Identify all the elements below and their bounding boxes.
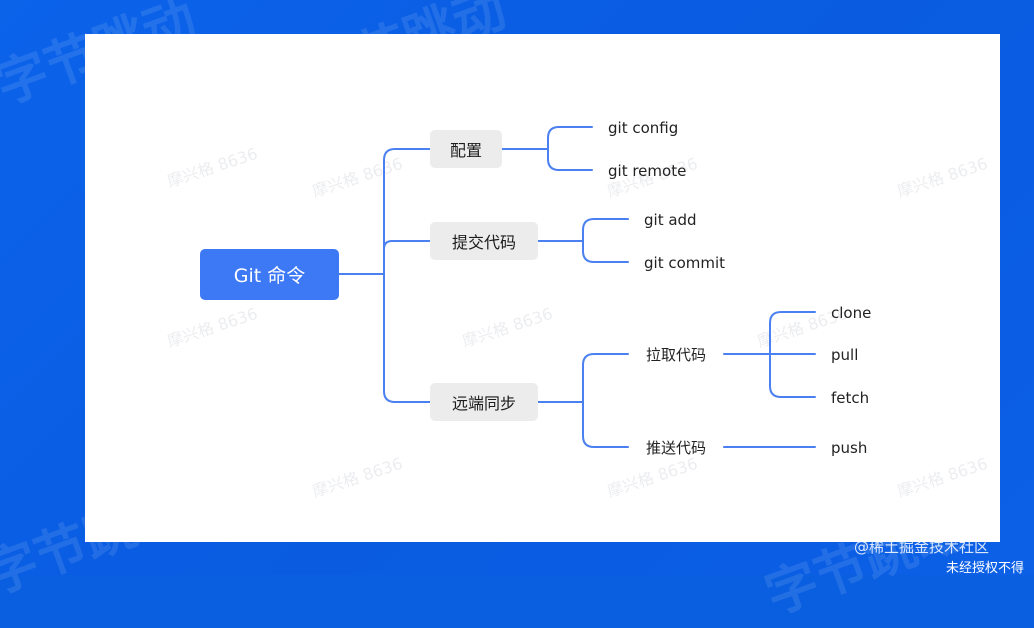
branch-commit[interactable]: 提交代码 xyxy=(430,222,538,260)
connector-config-gitconfig xyxy=(547,126,593,150)
leaf-push[interactable]: push xyxy=(831,439,868,457)
leaf-git-config[interactable]: git config xyxy=(608,119,679,137)
subbranch-pull-code[interactable]: 拉取代码 xyxy=(645,345,706,364)
leaf-git-commit[interactable]: git commit xyxy=(644,254,726,272)
connector-config-gitremote xyxy=(547,148,593,171)
connector-commit-gitcommit xyxy=(582,240,629,263)
subbranch-push-code[interactable]: 推送代码 xyxy=(645,438,706,457)
connector-pull-fetch xyxy=(769,353,816,398)
source-credit: @稀土掘金技术社区 xyxy=(854,538,990,556)
leaf-pull[interactable]: pull xyxy=(831,346,859,364)
leaf-clone[interactable]: clone xyxy=(831,304,872,322)
leaf-git-remote[interactable]: git remote xyxy=(608,162,687,180)
leaf-git-add[interactable]: git add xyxy=(644,211,697,229)
connector-sync-push xyxy=(582,401,629,448)
branch-remote-sync[interactable]: 远端同步 xyxy=(430,383,538,421)
connector-root-commit xyxy=(383,240,431,250)
branch-config[interactable]: 配置 xyxy=(430,130,502,168)
connector-root-sync xyxy=(383,273,431,403)
connector-commit-gitadd xyxy=(582,218,629,242)
connector-pull-clone xyxy=(769,311,816,355)
connector-lines xyxy=(338,126,816,448)
connector-sync-pull xyxy=(582,353,629,403)
connector-root-config xyxy=(383,148,431,275)
copyright-notice: 未经授权不得 xyxy=(946,561,1025,576)
root-node[interactable]: Git 命令 xyxy=(200,249,339,300)
leaf-fetch[interactable]: fetch xyxy=(831,389,870,407)
